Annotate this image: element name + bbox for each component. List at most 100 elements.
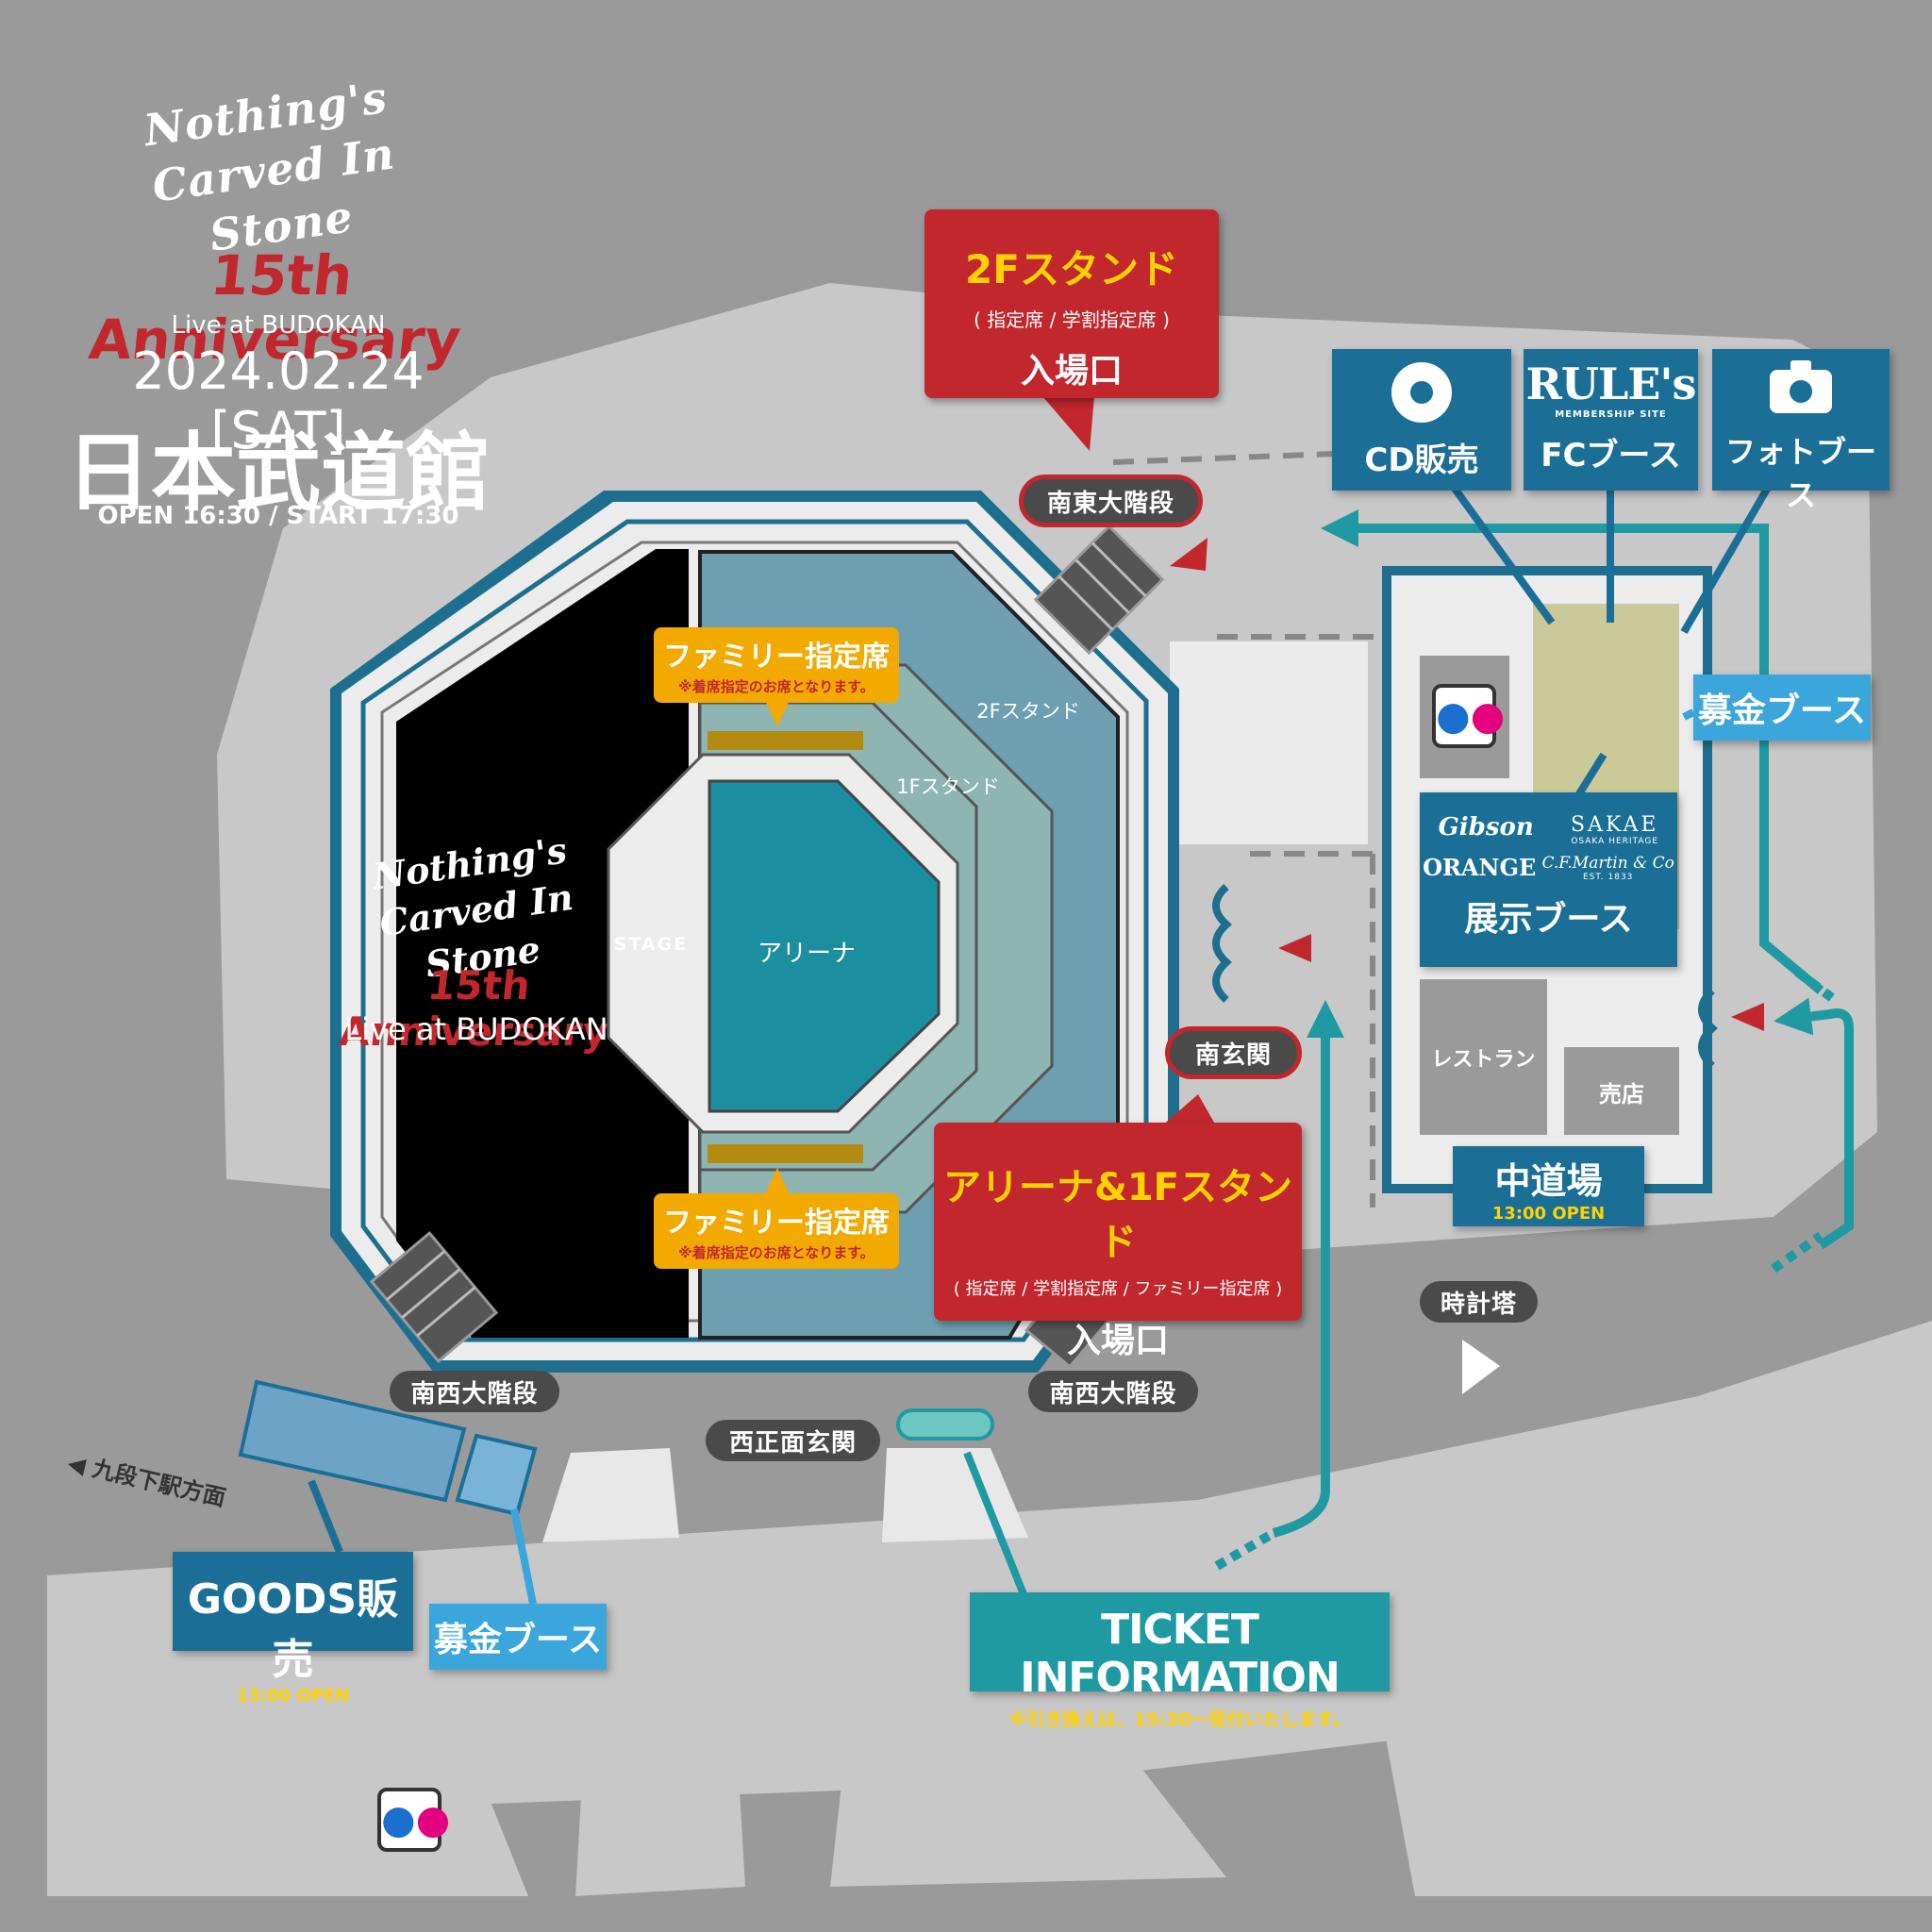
goods-open: 13:00 OPEN bbox=[236, 1686, 350, 1706]
donation-pointer bbox=[1682, 708, 1695, 721]
family-seat-title: ファミリー指定席 bbox=[663, 641, 890, 674]
south-entrance-notch bbox=[1212, 884, 1232, 1003]
naka-dojo-name: 中道場 bbox=[1494, 1160, 1603, 1202]
goods-label: GOODS販売 bbox=[187, 1575, 399, 1684]
event-times: OPEN 16:30 / START 17:30 bbox=[97, 502, 459, 530]
event-subtitle: Live at BUDOKAN bbox=[171, 311, 386, 340]
brand-martin-sub: EST. 1833 bbox=[1582, 873, 1634, 882]
naka-dojo-open: 13:00 OPEN bbox=[1491, 1204, 1606, 1224]
cd-pointer bbox=[1449, 483, 1556, 625]
family-seat-bar-bottom bbox=[708, 1144, 863, 1163]
stand-2f-label: 2Fスタンド bbox=[976, 700, 1080, 723]
camera-icon bbox=[1770, 360, 1832, 413]
goods-pointer bbox=[308, 1479, 343, 1554]
brand-gibson: Gibson bbox=[1438, 813, 1534, 841]
pointer-family-bottom bbox=[764, 1168, 791, 1196]
pointer-family-top bbox=[764, 698, 791, 726]
shop-label: 売店 bbox=[1599, 1081, 1644, 1108]
southwest-stairs-right-pill: 南西大階段 bbox=[1028, 1371, 1198, 1412]
family-seat-callout-top: ファミリー指定席 ※着席指定のお席となります。 bbox=[654, 627, 899, 703]
ticket-info-box: TICKET INFORMATION ※引き換えは、15:30～受付いたします。 bbox=[970, 1592, 1390, 1730]
clock-tower-pill: 時計塔 bbox=[1420, 1281, 1538, 1323]
red-arrow-south bbox=[1278, 934, 1311, 962]
arena-floor bbox=[708, 779, 941, 1113]
shop-block bbox=[1564, 1047, 1679, 1135]
entrance-2f-callout: 2Fスタンド ( 指定席 / 学割指定席 ) 入場口 bbox=[924, 209, 1219, 398]
photo-booth-label: フォトブース bbox=[1724, 434, 1876, 513]
event-date: 2024.02.24 [SAT] bbox=[132, 341, 425, 460]
entrance-2f-label: 入場口 bbox=[1020, 352, 1123, 391]
restroom-icon: ●● bbox=[1432, 684, 1505, 748]
south-entrance-pill: 南玄関 bbox=[1165, 1026, 1302, 1079]
brand-orange: ORANGE bbox=[1423, 854, 1537, 881]
entrance-arena-title: アリーナ&1Fスタンド bbox=[942, 1166, 1293, 1264]
entrance-2f-title: 2Fスタンド bbox=[965, 246, 1178, 292]
lower-lot-4 bbox=[1368, 1547, 1932, 1896]
family-seat-callout-bottom: ファミリー指定席 ※着席指定のお席となります。 bbox=[654, 1193, 899, 1269]
southwest-stairs-icon bbox=[369, 1231, 499, 1363]
stand-1f-label: 1Fスタンド bbox=[896, 775, 1000, 798]
venue-name: 日本武道館 bbox=[66, 423, 491, 523]
southeast-stairs-pill: 南東大階段 bbox=[1019, 475, 1203, 527]
naka-dojo-label: 中道場 13:00 OPEN bbox=[1453, 1146, 1644, 1226]
plaza bbox=[1170, 641, 1368, 844]
photo-pointer bbox=[1680, 483, 1773, 635]
brand-martin: C.F.Martin & Co bbox=[1541, 854, 1674, 873]
direction-arrow-icon bbox=[1462, 1340, 1500, 1394]
red-arrow-dojo bbox=[1731, 1003, 1764, 1031]
ticket-info-note: ※引き換えは、15:30～受付いたします。 bbox=[1008, 1709, 1351, 1730]
pointer-2f bbox=[1042, 396, 1094, 451]
exhibit-booth: Gibson SAKAE OSAKA HERITAGE ORANGE C.F.M… bbox=[1420, 792, 1677, 967]
goods-booth-b bbox=[455, 1433, 538, 1517]
stage-label: STAGE bbox=[613, 934, 689, 955]
family-seat-bar-top bbox=[708, 731, 863, 750]
donation-booth: 募金ブース bbox=[1693, 675, 1871, 741]
west-entrance-pill: 西正面玄関 bbox=[706, 1420, 880, 1461]
pointer-arena bbox=[1160, 1094, 1217, 1127]
donation2-pointer bbox=[510, 1508, 537, 1605]
fc-booth: RULE's MEMBERSHIP SITE FCブース bbox=[1524, 349, 1698, 491]
fc-logo-sub: MEMBERSHIP SITE bbox=[1555, 409, 1667, 420]
goods-booth: GOODS販売 13:00 OPEN bbox=[173, 1552, 413, 1706]
entrance-2f-sub: ( 指定席 / 学割指定席 ) bbox=[974, 308, 1170, 331]
entrance-arena-callout: アリーナ&1Fスタンド ( 指定席 / 学割指定席 / ファミリー指定席 ) 入… bbox=[934, 1123, 1302, 1360]
restroom-icon-lower: ●● bbox=[377, 1788, 450, 1852]
brand-sakae-sub: OSAKA HERITAGE bbox=[1571, 837, 1659, 846]
family-seat-title: ファミリー指定席 bbox=[663, 1207, 890, 1240]
lower-lot-2 bbox=[575, 1726, 745, 1896]
family-seat-note: ※着席指定のお席となります。 bbox=[678, 678, 874, 695]
stand-1f-inner-line bbox=[698, 701, 978, 1172]
exhibit-booth-label: 展示ブース bbox=[1464, 900, 1633, 939]
dashed-path-2 bbox=[1112, 450, 1359, 465]
teal-walkway-south bbox=[1272, 1000, 1344, 1538]
parking-1 bbox=[542, 1448, 679, 1542]
donation-booth-lower: 募金ブース bbox=[429, 1604, 607, 1670]
teal-walkway-right-dash bbox=[1794, 968, 1838, 1004]
cd-disc-icon bbox=[1391, 362, 1452, 423]
restaurant-label: レストラン bbox=[1431, 1048, 1536, 1072]
teal-walkway-dojo bbox=[1774, 997, 1854, 1250]
dashed-path-1 bbox=[1217, 634, 1377, 1208]
dark-half bbox=[396, 549, 689, 1338]
parking-2 bbox=[882, 1448, 1028, 1542]
southeast-stairs-icon bbox=[1033, 524, 1165, 656]
teal-walkway-dojo-dash bbox=[1771, 1231, 1824, 1274]
brand-sakae: SAKAE bbox=[1570, 813, 1659, 837]
dojo-entrance-notch bbox=[1698, 988, 1718, 1069]
entrance-arena-sub: ( 指定席 / 学割指定席 / ファミリー指定席 ) bbox=[953, 1279, 1283, 1299]
goods-booth-a bbox=[238, 1379, 467, 1503]
cd-booth: CD販売 bbox=[1332, 349, 1511, 491]
center-subtitle: Live at BUDOKAN bbox=[344, 1011, 608, 1047]
lower-lot-3 bbox=[830, 1707, 1226, 1887]
ticket-counter bbox=[896, 1408, 994, 1441]
family-seat-note: ※着席指定のお席となります。 bbox=[678, 1244, 874, 1261]
photo-booth: フォトブース bbox=[1712, 349, 1890, 513]
arena-label: アリーナ bbox=[757, 940, 856, 968]
budokan-ring-line bbox=[360, 519, 1149, 1342]
entrance-arena-label: 入場口 bbox=[1066, 1322, 1169, 1360]
red-arrow-southeast bbox=[1170, 538, 1208, 571]
fc-logo: RULE's bbox=[1525, 358, 1697, 409]
ticket-pointer bbox=[963, 1451, 1027, 1596]
cd-booth-label: CD販売 bbox=[1364, 441, 1479, 479]
